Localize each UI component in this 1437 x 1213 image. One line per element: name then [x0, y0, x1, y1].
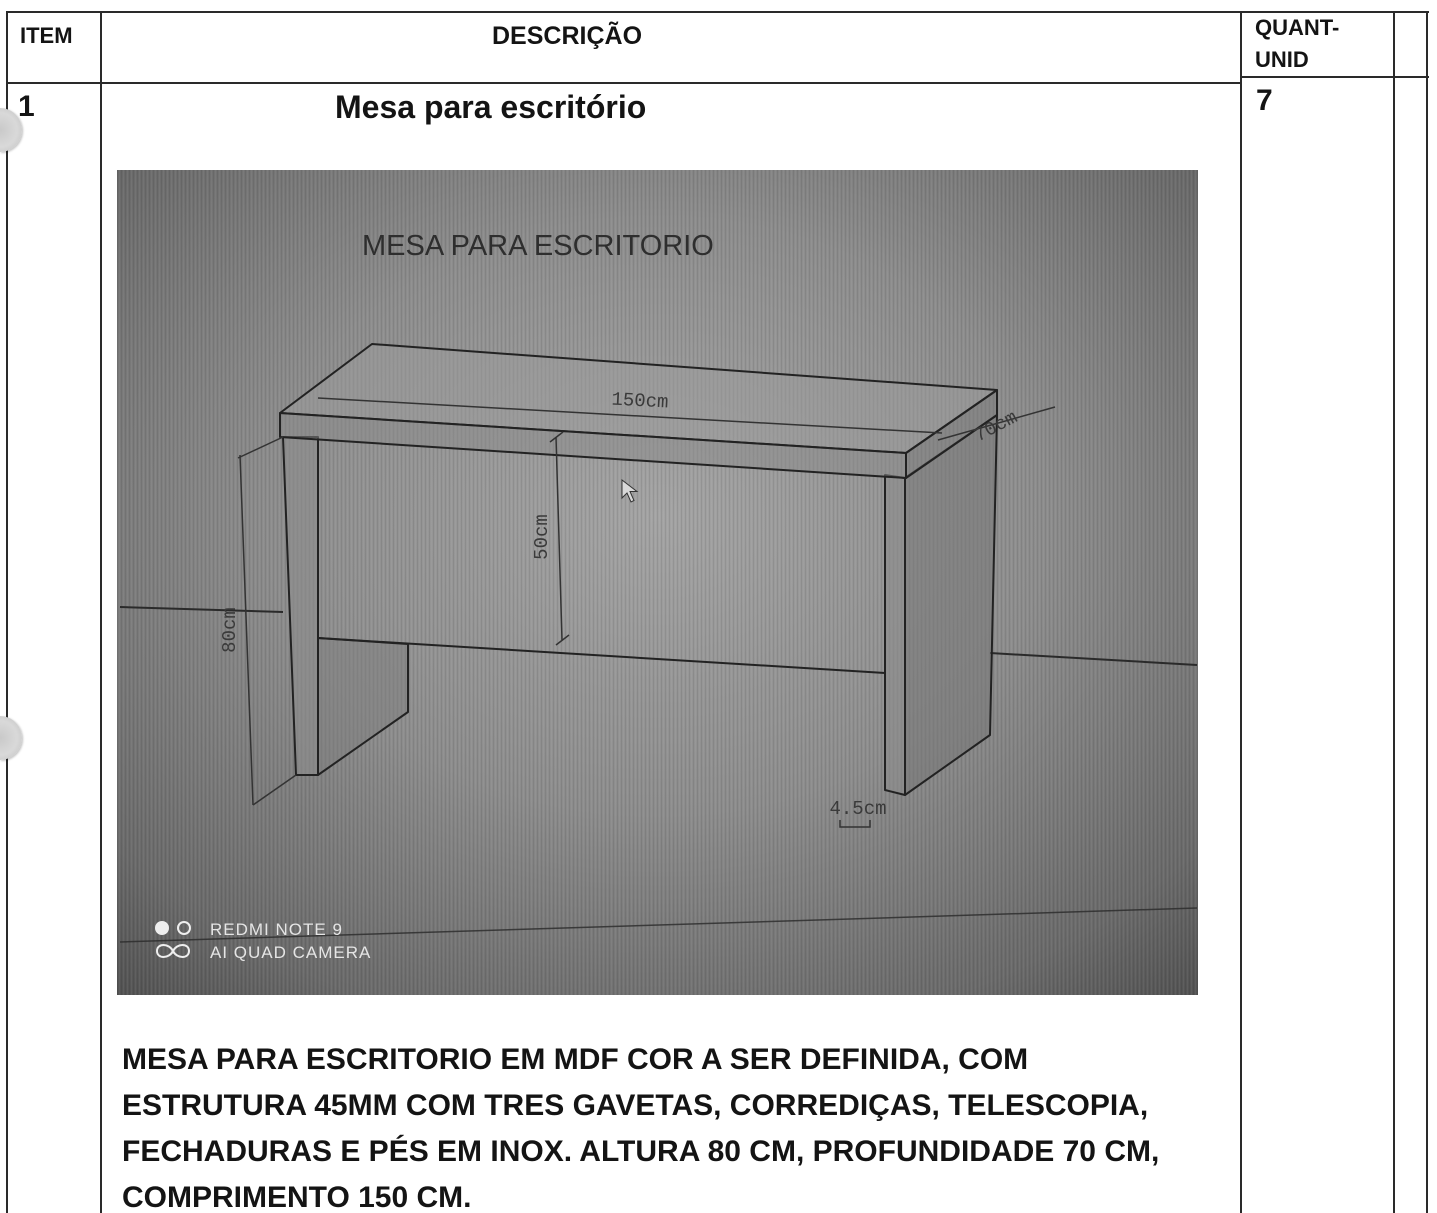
row-title: Mesa para escritório — [335, 89, 647, 125]
thickness-bracket — [839, 820, 871, 828]
desk-top-right-edge — [905, 389, 998, 479]
panel-dimension-line — [555, 436, 563, 641]
watermark-infinity-icon — [155, 944, 191, 958]
depth-dimension-line — [937, 406, 1056, 441]
description-line: MESA PARA ESCRITORIO EM MDF COR A SER DE… — [122, 1045, 1029, 1076]
floor-line — [119, 907, 1198, 943]
table-left-border — [6, 11, 8, 1213]
watermark-dot-outline-icon — [177, 921, 191, 935]
header-bottom-border — [6, 82, 1242, 84]
column-divider-item — [100, 11, 102, 1213]
description-line: FECHADURAS E PÉS EM INOX. ALTURA 80 CM, … — [122, 1135, 1160, 1168]
panel-dimension-tick-top — [549, 431, 564, 443]
header-bottom-border-right — [1240, 76, 1429, 78]
wall-line-right — [989, 652, 1198, 666]
table-right-border — [1426, 11, 1428, 1213]
desk-drawing-photo: MESA PARA ESCRITORIO 150cm 70cm 50cm 80c… — [117, 170, 1198, 995]
column-divider-description — [1240, 11, 1242, 1213]
header-quantity-line1: QUANT- — [1255, 15, 1340, 40]
thickness-label: 4.5cm — [829, 798, 886, 820]
panel-height-label: 50cm — [531, 514, 553, 560]
height-label: 80cm — [219, 607, 241, 653]
height-dimension-line — [239, 454, 254, 806]
punch-hole-top — [0, 108, 22, 152]
table-top-border — [6, 11, 1429, 13]
watermark-line2: AI QUAD CAMERA — [210, 943, 371, 962]
watermark-line1: REDMI NOTE 9 — [210, 920, 343, 939]
row-item-number: 1 — [18, 90, 35, 123]
row-description: MESA PARA ESCRITORIO EM MDF COR A SER DE… — [118, 1045, 1228, 1213]
desk-right-leg-front — [884, 474, 906, 796]
description-line: ESTRUTURA 45MM COM TRES GAVETAS, CORREDI… — [122, 1089, 1149, 1122]
width-label: 150cm — [611, 389, 669, 414]
drawing-title: MESA PARA ESCRITORIO — [362, 230, 714, 262]
width-dimension-line — [317, 397, 943, 434]
modesty-panel-bottom-edge — [317, 637, 886, 674]
punch-hole-bottom — [0, 716, 22, 760]
header-item: ITEM — [20, 23, 73, 48]
header-quantity-line2: UNID — [1255, 47, 1309, 72]
column-divider-quantity — [1393, 11, 1395, 1213]
height-extension-top — [237, 436, 284, 459]
description-line: COMPRIMENTO 150 CM. — [122, 1181, 472, 1213]
height-extension-bottom — [252, 774, 297, 806]
photo-texture — [117, 170, 1198, 995]
cursor-arrow-icon — [621, 478, 639, 503]
watermark-dot-filled-icon — [155, 921, 169, 935]
panel-dimension-tick-bottom — [555, 634, 570, 646]
header-description: DESCRIÇÃO — [492, 22, 643, 50]
wall-line-left — [119, 606, 284, 613]
row-quantity: 7 — [1256, 84, 1273, 117]
desk-right-side-panel — [904, 414, 998, 796]
